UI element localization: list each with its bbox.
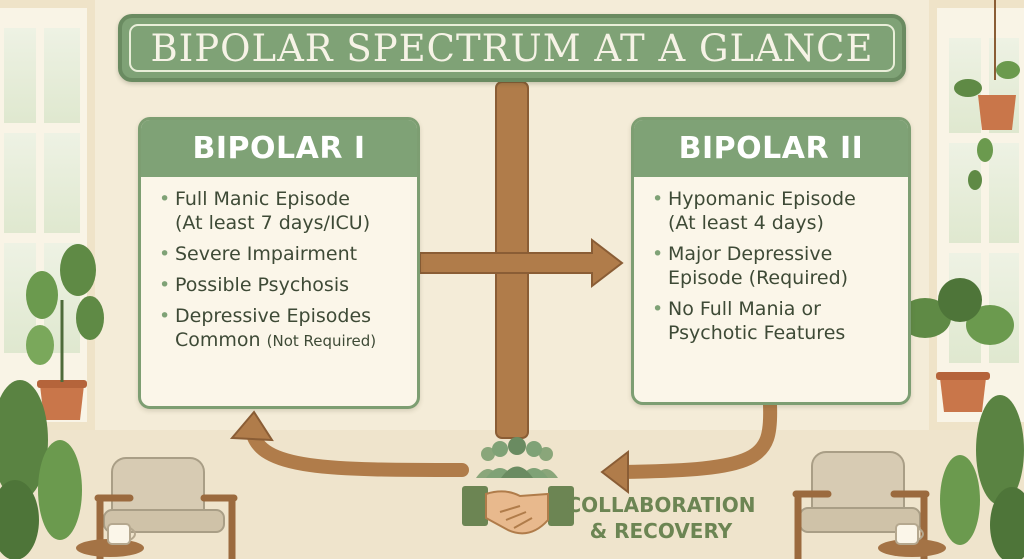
collaboration-line-1: COLLABORATION	[566, 493, 756, 517]
note-not-required: (Not Required)	[266, 332, 377, 350]
side-table-right	[878, 539, 946, 557]
list-item: Severe Impairment	[159, 242, 403, 266]
bipolar-i-heading: BIPOLAR I	[141, 120, 417, 177]
arrowhead-bipolar-i	[229, 410, 274, 442]
coffee-cup-icon-right	[895, 523, 924, 545]
collaboration-label: COLLABORATION & RECOVERY	[562, 492, 760, 544]
list-item: Hypomanic Episode (At least 4 days)	[652, 187, 894, 235]
bipolar-i-card: BIPOLAR I Full Manic Episode (At least 7…	[138, 117, 420, 409]
handshake-icon	[462, 486, 574, 535]
list-item: Full Manic Episode (At least 7 days/ICU)	[159, 187, 403, 235]
people-group-icon	[476, 437, 558, 478]
title-banner: BIPOLAR SPECTRUM AT A GLANCE	[118, 14, 906, 82]
plant-icon-left	[26, 244, 104, 420]
collaboration-line-2: & RECOVERY	[589, 519, 733, 543]
plant-icon-right	[899, 278, 1014, 412]
arrowhead-center	[600, 449, 629, 495]
plant-icon-left-floor	[0, 380, 82, 559]
list-item: Major Depressive Episode (Required)	[652, 242, 894, 290]
page-title: BIPOLAR SPECTRUM AT A GLANCE	[150, 26, 874, 70]
list-item: Possible Psychosis	[159, 273, 403, 297]
list-item: Depressive Episodes Common (Not Required…	[159, 304, 403, 353]
armchair-icon-right	[792, 451, 930, 559]
wooden-cross-connector	[419, 81, 624, 439]
window-left	[0, 0, 95, 430]
arrow-from-bipolar-ii	[613, 398, 778, 479]
plant-icon-right-floor	[940, 395, 1024, 559]
coffee-cup-icon-left	[107, 523, 136, 545]
arrow-to-bipolar-i	[245, 423, 469, 477]
bipolar-i-list: Full Manic Episode (At least 7 days/ICU)…	[141, 177, 417, 353]
bipolar-ii-heading: BIPOLAR II	[634, 120, 908, 177]
arrow-to-bipolar-ii	[419, 237, 624, 289]
bipolar-ii-list: Hypomanic Episode (At least 4 days) Majo…	[634, 177, 908, 345]
bipolar-ii-card: BIPOLAR II Hypomanic Episode (At least 4…	[631, 117, 911, 405]
list-item: No Full Mania or Psychotic Features	[652, 297, 894, 345]
plant-icon-right-hanging	[954, 0, 1020, 190]
armchair-icon-left	[94, 457, 238, 559]
